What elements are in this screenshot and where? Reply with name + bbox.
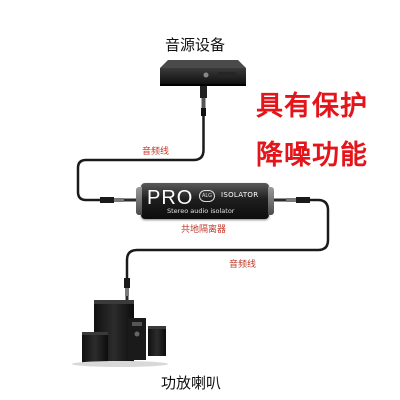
isolator-input-jack <box>136 187 142 215</box>
cable-label-top: 音频线 <box>142 147 170 157</box>
speaker-label: 功放喇叭 <box>161 374 222 392</box>
isolator-output-jack <box>268 187 274 215</box>
isolator-name: ISOLATOR <box>221 191 259 199</box>
isolator-device: PRO ALG ISOLATOR Stereo audio isolator <box>136 183 274 219</box>
isolator-subtitle: Stereo audio isolator <box>167 207 235 215</box>
slogan-protection: 具有保护 <box>256 91 368 122</box>
speaker-set-icon <box>72 300 168 367</box>
slogan-noise-reduction: 降噪功能 <box>256 140 368 171</box>
source-device-label: 音源设备 <box>165 36 226 54</box>
source-device-icon <box>160 60 246 86</box>
audio-cable-top <box>76 86 207 203</box>
isolator-brand: PRO <box>147 187 194 209</box>
isolator-label: 共地隔离器 <box>181 225 227 235</box>
cable-label-bottom: 音频线 <box>229 260 257 270</box>
isolator-badge: ALG <box>199 190 215 202</box>
